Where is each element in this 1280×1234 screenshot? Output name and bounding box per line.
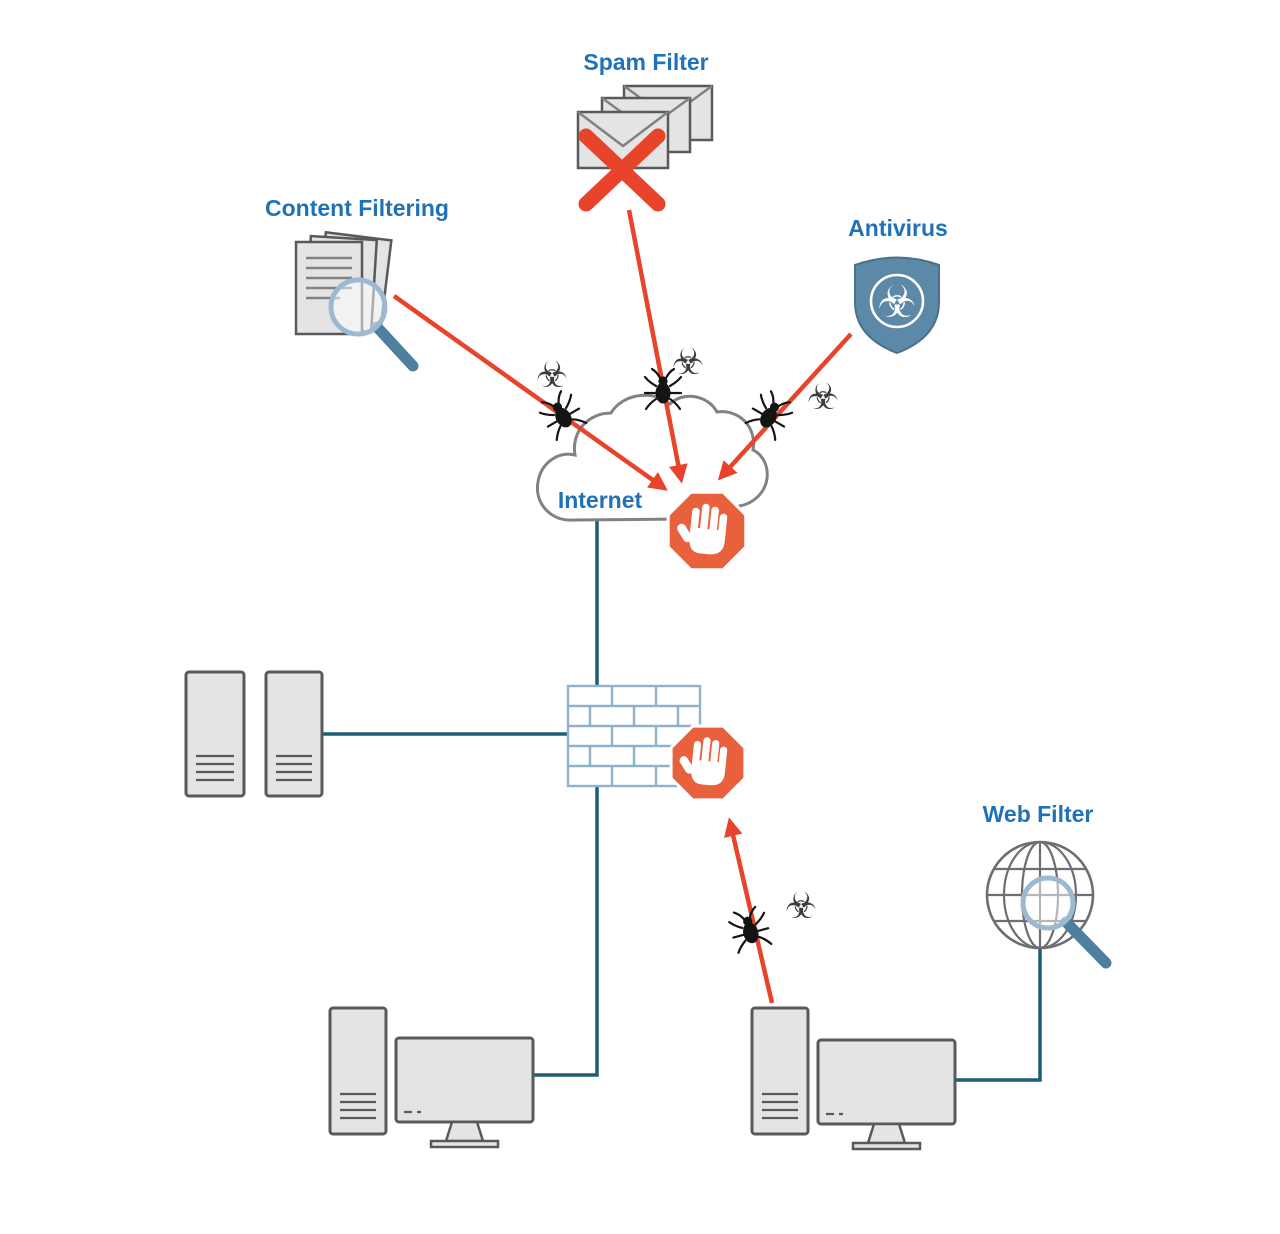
threat-arrow-content (392, 294, 668, 491)
antivirus-label: Antivirus (848, 215, 948, 241)
antivirus-group: Antivirus ☣ (848, 215, 948, 355)
web-filter-label: Web Filter (983, 801, 1094, 827)
biohazard-icon: ☣ (672, 342, 704, 383)
biohazard-icon: ☣ (877, 277, 916, 328)
biohazard-icon: ☣ (807, 377, 839, 418)
malware-icons: ☣ ☣ ☣ ☣ (534, 342, 839, 955)
workstation-left (328, 1006, 535, 1149)
network-link (955, 948, 1042, 1082)
internet-label: Internet (558, 487, 643, 513)
content-filtering-label: Content Filtering (265, 195, 449, 221)
spam-filter-group: Spam Filter (576, 49, 714, 212)
monitor-icon (394, 1036, 535, 1149)
spam-filter-label: Spam Filter (583, 49, 708, 75)
stop-hand-octagon-icon (669, 724, 747, 802)
server-rack-left (184, 670, 324, 798)
monitor-icon (816, 1038, 957, 1151)
internet-cloud: Internet (535, 393, 769, 522)
stop-hand-octagon-icon (666, 490, 748, 572)
network-link (533, 786, 599, 1077)
shield-biohazard-icon: ☣ (854, 256, 940, 355)
biohazard-icon: ☣ (785, 886, 817, 927)
email-stack-icon (576, 84, 714, 170)
web-filter-group: Web Filter (983, 801, 1112, 969)
threat-arrow-spam (626, 209, 688, 484)
content-filtering-group: Content Filtering (265, 195, 449, 372)
workstation-right (750, 1006, 957, 1151)
magnifier-icon (1020, 875, 1112, 969)
threat-arrows (392, 209, 853, 1004)
magnifier-icon (328, 277, 419, 372)
threat-arrow-antivirus (717, 332, 853, 481)
blocked-x-icon (578, 128, 666, 212)
biohazard-icon: ☣ (536, 355, 568, 396)
network-links (322, 518, 1042, 1082)
